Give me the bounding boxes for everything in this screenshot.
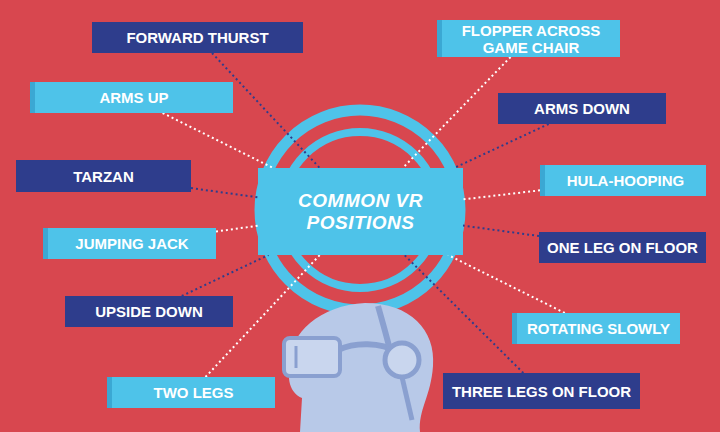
leader-line: [216, 226, 258, 232]
position-box: ROTATING SLOWLY: [512, 313, 680, 344]
leader-line: [182, 255, 269, 296]
position-box: TARZAN: [16, 160, 191, 192]
position-label: TARZAN: [73, 168, 134, 185]
vr-head: [284, 303, 433, 432]
position-label: UPSIDE DOWN: [95, 303, 203, 320]
title-text: COMMON VR POSITIONS: [266, 190, 455, 234]
position-label: FLOPPER ACROSS GAME CHAIR: [450, 22, 612, 56]
position-label: ARMS DOWN: [534, 100, 630, 117]
headset-visor: [284, 338, 340, 376]
headset-cable: [402, 377, 412, 420]
leader-line: [191, 188, 258, 197]
headset-top-strap: [378, 306, 390, 350]
position-label: ARMS UP: [99, 89, 168, 106]
position-label: ROTATING SLOWLY: [527, 320, 670, 337]
position-box: TWO LEGS: [107, 377, 275, 408]
leader-line: [463, 190, 540, 199]
position-box: ONE LEG ON FLOOR: [539, 232, 706, 263]
position-label: JUMPING JACK: [75, 235, 188, 252]
position-label: TWO LEGS: [154, 384, 234, 401]
position-box: THREE LEGS ON FLOOR: [443, 373, 640, 409]
position-box: ARMS DOWN: [498, 93, 666, 124]
position-label: ONE LEG ON FLOOR: [547, 239, 698, 256]
leader-line: [403, 57, 511, 168]
position-box: HULA-HOOPING: [540, 165, 706, 196]
title-box: COMMON VR POSITIONS: [258, 168, 463, 255]
visor-line: [295, 346, 298, 368]
position-box: ARMS UP: [30, 82, 233, 113]
leader-line: [404, 255, 523, 373]
headset-earpiece: [385, 343, 419, 377]
position-box: UPSIDE DOWN: [65, 296, 233, 327]
position-box: JUMPING JACK: [43, 228, 216, 259]
leader-line: [448, 255, 565, 313]
position-label: THREE LEGS ON FLOOR: [452, 383, 631, 400]
position-box: FLOPPER ACROSS GAME CHAIR: [437, 20, 620, 57]
position-label: FORWARD THURST: [126, 29, 268, 46]
position-label: HULA-HOOPING: [567, 172, 685, 189]
leader-line: [454, 124, 549, 168]
leader-line: [463, 226, 539, 236]
position-box: FORWARD THURST: [92, 22, 303, 53]
